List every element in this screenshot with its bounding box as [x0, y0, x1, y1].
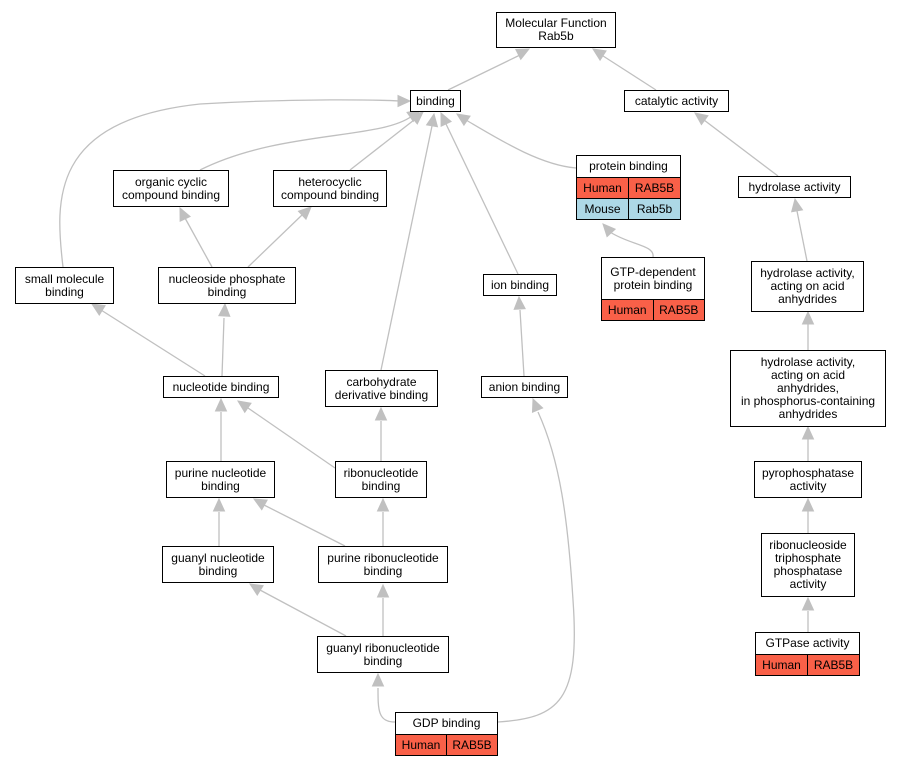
edge-ion-to-binding — [445, 123, 519, 275]
edge-nucleoside-phosphate-to-heterocyclic-arrowhead — [297, 206, 312, 221]
node-nucleotide-binding[interactable]: nucleotide binding — [163, 376, 279, 398]
edge-protein-binding-to-binding-arrowhead — [456, 113, 471, 127]
node-nucleoside-phosphate-binding[interactable]: nucleoside phosphate binding — [158, 267, 296, 304]
edge-purine-ribo-to-purine-nucleotide — [263, 504, 346, 547]
gene-cell: RAB5B — [628, 178, 680, 198]
node-label: GTPase activity — [765, 636, 850, 650]
edge-heterocyclic-to-binding-arrowhead — [409, 111, 424, 125]
node-binding[interactable]: binding — [410, 90, 461, 112]
edge-organic-cyclic-to-binding — [199, 115, 413, 171]
node-anion-binding[interactable]: anion binding — [481, 376, 568, 398]
edge-hydrolase-phos-to-hydrolase-acid-arrowhead — [801, 310, 815, 325]
edge-anion-to-ion-arrowhead — [513, 295, 526, 310]
edge-ribonucleotide-to-nucleotide — [247, 407, 336, 469]
species-cell: Human — [607, 303, 647, 317]
edge-gtp-dependent-to-protein-binding-arrowhead — [602, 223, 617, 238]
annotation-row-human: Human RAB5B — [756, 654, 859, 675]
node-hydrolase-phosphorus-anhydrides[interactable]: hydrolase activity, acting on acid anhyd… — [730, 350, 886, 427]
node-protein-binding[interactable]: protein binding Human RAB5B Mouse Rab5b — [576, 155, 681, 220]
species-cell: Mouse — [584, 202, 621, 216]
edge-purine-ribo-to-purine-nucleotide-arrowhead — [252, 498, 268, 511]
annotation-row-human: Human RAB5B — [602, 299, 704, 320]
edge-guanyl-ribo-to-guanyl-nucleotide-arrowhead — [248, 583, 264, 596]
edge-carbohydrate-to-binding-arrowhead — [425, 112, 439, 128]
edge-nucleoside-phosphate-to-organic-arrowhead — [179, 206, 192, 222]
edge-hydrolase-acid-to-hydrolase-arrowhead — [790, 197, 804, 213]
gene-cell: RAB5B — [807, 655, 859, 675]
node-gtp-dependent-protein-binding[interactable]: GTP-dependent protein binding Human RAB5… — [601, 257, 705, 321]
node-purine-nucleotide-binding[interactable]: purine nucleotide binding — [166, 461, 275, 498]
edge-purine-ribo-to-ribonucleotide-arrowhead — [376, 497, 390, 512]
gene-cell: RAB5B — [446, 735, 497, 755]
node-heterocyclic-compound-binding[interactable]: heterocyclic compound binding — [273, 170, 387, 207]
edge-gdp-to-anion-arrowhead — [531, 397, 544, 413]
edge-nucleotide-to-nucleoside-phosphate-arrowhead — [218, 302, 231, 317]
edge-purine-nucleotide-to-nucleotide-arrowhead — [214, 397, 228, 412]
edge-hydrolase-to-catalytic-arrowhead — [694, 112, 709, 126]
edge-nucleoside-phosphate-to-organic — [184, 217, 213, 268]
edge-gdp-to-guanyl-ribo-arrowhead — [371, 672, 385, 687]
gene-cell: RAB5B — [652, 300, 705, 320]
node-ribonucleotide-binding[interactable]: ribonucleotide binding — [335, 461, 427, 498]
node-ribonucleoside-triphosphate-phosphatase[interactable]: ribonucleoside triphosphate phosphatase … — [761, 533, 855, 597]
edge-gtp-dependent-to-protein-binding — [609, 231, 654, 258]
node-catalytic-activity[interactable]: catalytic activity — [624, 90, 729, 112]
edge-gdp-to-anion — [497, 411, 575, 723]
species-cell: Human — [762, 658, 801, 672]
edge-ribonucleotide-to-nucleotide-arrowhead — [237, 400, 252, 414]
node-hydrolase-acid-anhydrides[interactable]: hydrolase activity, acting on acid anhyd… — [751, 261, 864, 312]
species-cell: Human — [583, 181, 622, 195]
species-cell: Human — [401, 738, 441, 752]
node-pyrophosphatase-activity[interactable]: pyrophosphatase activity — [754, 461, 862, 498]
edge-guanyl-nucleotide-to-purine-nucleotide-arrowhead — [212, 497, 226, 512]
edge-nucleotide-to-small-molecule — [100, 309, 206, 377]
node-gtpase-activity[interactable]: GTPase activity Human RAB5B — [755, 632, 860, 676]
edge-ion-to-binding-arrowhead — [440, 111, 453, 127]
annotation-row-mouse: Mouse Rab5b — [577, 198, 680, 219]
edge-binding-to-molecular-function-arrowhead — [515, 48, 531, 61]
node-label: GTP-dependent protein binding — [610, 264, 696, 292]
edge-hydrolase-to-catalytic — [703, 119, 779, 177]
node-guanyl-nucleotide-binding[interactable]: guanyl nucleotide binding — [162, 546, 274, 583]
edge-catalytic-to-molecular-function — [599, 53, 657, 91]
edge-nucleotide-to-small-molecule-arrowhead — [90, 303, 106, 316]
node-organic-cyclic-compound-binding[interactable]: organic cyclic compound binding — [113, 170, 229, 207]
edge-small-molecule-to-binding-arrowhead — [397, 94, 412, 108]
node-carbohydrate-derivative-binding[interactable]: carbohydrate derivative binding — [325, 370, 438, 407]
node-ion-binding[interactable]: ion binding — [483, 274, 557, 296]
node-gdp-binding[interactable]: GDP binding Human RAB5B — [395, 712, 498, 756]
node-label: GDP binding — [412, 716, 481, 730]
annotation-row-human: Human RAB5B — [396, 734, 497, 755]
edge-protein-binding-to-binding — [465, 119, 577, 169]
gene-cell: Rab5b — [628, 199, 680, 219]
edge-binding-to-molecular-function — [447, 54, 521, 91]
annotation-row-human: Human RAB5B — [577, 177, 680, 198]
node-hydrolase-activity[interactable]: hydrolase activity — [738, 176, 851, 198]
edge-ribonucleoside-to-pyrophosphatase-arrowhead — [801, 497, 815, 512]
edge-small-molecule-to-binding — [59, 99, 401, 268]
node-guanyl-ribonucleotide-binding[interactable]: guanyl ribonucleotide binding — [317, 636, 449, 673]
node-small-molecule-binding[interactable]: small molecule binding — [15, 267, 114, 304]
edge-guanyl-ribo-to-purine-ribo-arrowhead — [376, 583, 390, 598]
edge-catalytic-to-molecular-function-arrowhead — [591, 48, 607, 62]
edge-nucleoside-phosphate-to-heterocyclic — [247, 214, 303, 268]
edge-gtpase-to-ribonucleoside-arrowhead — [801, 596, 815, 611]
edge-anion-to-ion — [519, 309, 525, 377]
node-label: protein binding — [589, 159, 668, 173]
edge-carbohydrate-to-binding — [380, 125, 433, 371]
edge-hydrolase-acid-to-hydrolase — [796, 210, 808, 262]
edge-gdp-to-guanyl-ribo — [377, 687, 396, 723]
edge-pyrophosphatase-to-hydrolase-phos-arrowhead — [801, 425, 815, 440]
edge-nucleotide-to-nucleoside-phosphate — [221, 317, 225, 377]
node-purine-ribonucleotide-binding[interactable]: purine ribonucleotide binding — [318, 546, 448, 583]
edge-heterocyclic-to-binding — [349, 119, 415, 171]
edge-ribonucleotide-to-carbohydrate-arrowhead — [374, 406, 388, 421]
edge-guanyl-ribo-to-guanyl-nucleotide — [259, 589, 347, 637]
node-molecular-function[interactable]: Molecular Function Rab5b — [496, 12, 616, 48]
